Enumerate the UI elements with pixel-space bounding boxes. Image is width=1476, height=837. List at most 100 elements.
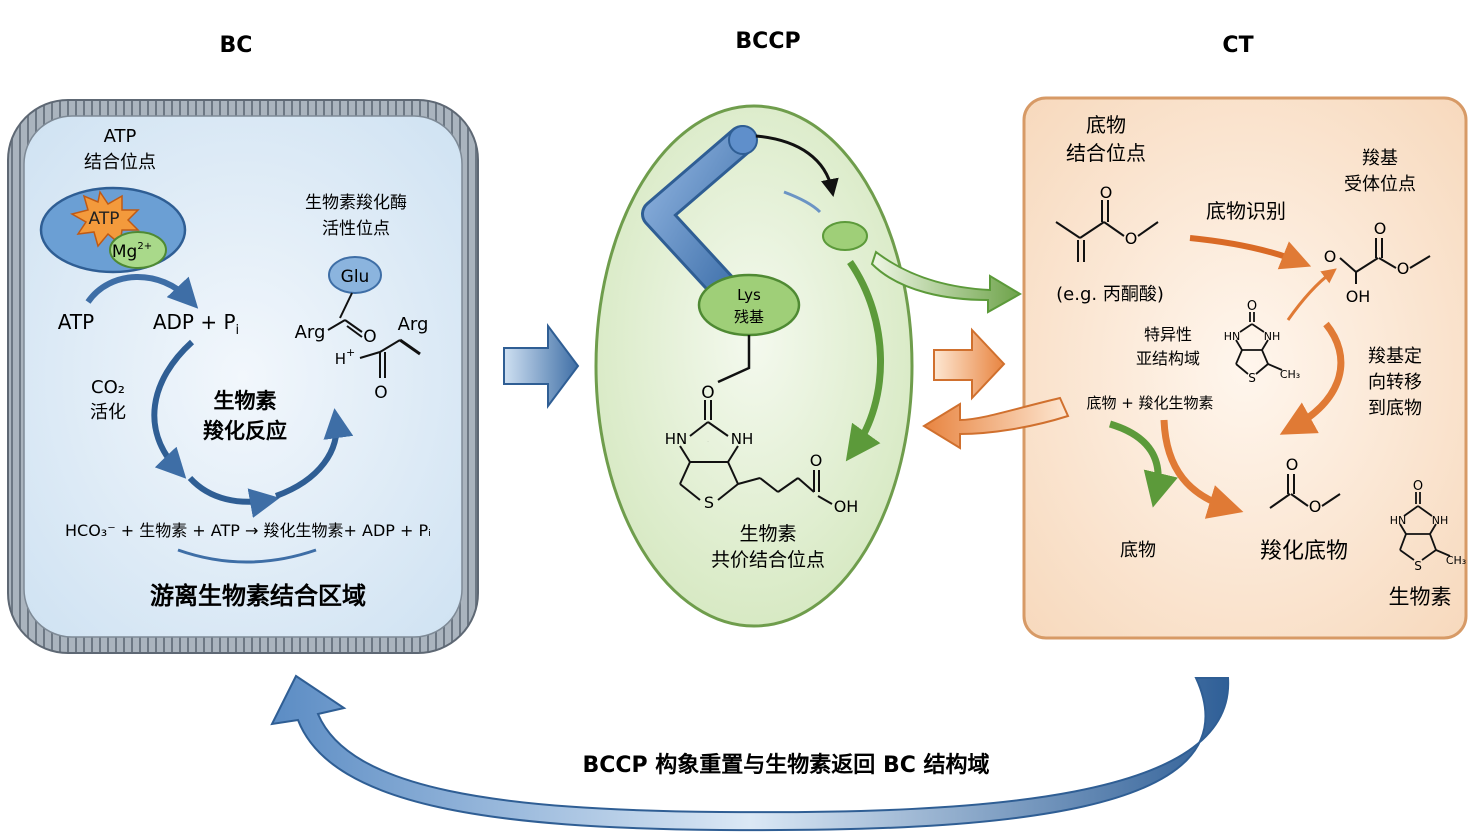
carboxylated-substrate-label: 羧化底物 — [1260, 539, 1348, 564]
bccp-site-label-1: 生物素 — [739, 523, 796, 545]
biotin-ring-s: S — [1414, 559, 1422, 573]
substrate-plus-label: 底物 + 羧化生物素 — [1086, 394, 1213, 412]
mg-label: Mg2+ — [112, 241, 152, 262]
o-left-label: O — [363, 327, 376, 347]
product-o-ester: O — [1309, 497, 1322, 516]
transfer-label-2: 向转移 — [1368, 372, 1422, 393]
ct-ring-nh: NH — [1264, 330, 1281, 343]
section-title-ct: CT — [1222, 33, 1253, 58]
ct-acceptor-o-top: O — [1374, 219, 1387, 238]
section-title-bc: BC — [220, 33, 253, 58]
ct-panel: 底物 结合位点 O O (e.g. 丙酮酸) 底物识别 羧基 受体位点 — [922, 96, 1468, 640]
ct-ring-o: O — [1247, 299, 1257, 314]
lys-label-2: 残基 — [734, 308, 764, 326]
biotin-ring-nh: NH — [1432, 514, 1449, 527]
arm-swing-arrow-blue — [783, 190, 822, 214]
ct-acceptor-o-ester: O — [1397, 259, 1410, 278]
bond-ring-1 — [379, 339, 401, 353]
split-arrow-orange — [1160, 419, 1244, 519]
arm-tip — [728, 125, 758, 155]
substrate-site-label-2: 结合位点 — [1066, 141, 1146, 165]
mg-ion — [109, 231, 167, 269]
arg-left-label: Arg — [295, 322, 326, 343]
reaction-center-label-1: 生物素 — [214, 389, 277, 413]
ct-ring-s: S — [1248, 371, 1256, 385]
bccp-nh: NH — [731, 430, 754, 448]
section-title-bccp: BCCP — [735, 29, 800, 54]
bccp-acid-o: O — [810, 451, 823, 470]
ring-to-acceptor-arrow — [1286, 268, 1337, 321]
arg-bond-1 — [327, 319, 346, 331]
transfer-arrow — [1279, 321, 1345, 435]
bottom-cycle-label: BCCP 构象重置与生物素返回 BC 结构域 — [582, 752, 989, 778]
ct-ring-ch3: CH₃ — [1280, 368, 1300, 381]
reaction-center-label-2: 羧化反应 — [203, 419, 287, 443]
bccp-panel: Lys 残基 O O HN NH S — [594, 104, 914, 628]
adp-pi-label: ADP + Pi — [153, 310, 239, 338]
substrate-recognition-arrow — [1189, 235, 1312, 270]
bc-to-bccp-arrow — [503, 323, 580, 409]
equation-brace — [177, 548, 317, 564]
bccp-to-ct-green-arrow — [870, 250, 1022, 314]
specific-subdomain-label-2: 亚结构域 — [1136, 349, 1200, 368]
bottom-return-arrow — [270, 674, 1230, 832]
specific-subdomain-label-1: 特异性 — [1144, 325, 1192, 344]
acceptor-site-label-2: 受体位点 — [1344, 174, 1416, 195]
bc-equation: HCO₃⁻ + 生物素 + ATP → 羧化生物素+ ADP + Pᵢ — [65, 521, 431, 540]
biotin-product-label: 生物素 — [1389, 585, 1452, 609]
bccp-linker-o: O — [701, 383, 714, 403]
cycle-arrow-up — [274, 408, 354, 499]
atp-badge: ATP — [89, 209, 120, 229]
transfer-label-3: 到底物 — [1368, 398, 1422, 419]
co2-label-2: 活化 — [90, 402, 126, 423]
bc-active-site-label-1: 生物素羧化酶 — [305, 193, 407, 213]
cycle-arrow-down — [151, 339, 195, 479]
substrate-structure — [1055, 200, 1159, 262]
ct-biotin-product-ring — [1399, 492, 1451, 561]
h-plus-label: H+ — [335, 346, 356, 368]
biotin-structure — [679, 400, 833, 505]
bccp-return-arrow — [845, 260, 884, 462]
o-right-label: O — [374, 383, 387, 403]
free-biotin-region-label: 游离生物素结合区域 — [150, 582, 366, 610]
carbonyl-bond-2 — [346, 325, 363, 338]
arg-right-label: Arg — [398, 314, 429, 335]
glu-residue — [328, 256, 382, 294]
acceptor-site-label-1: 羧基 — [1362, 148, 1398, 169]
atp-starburst — [70, 190, 140, 248]
lys-residue — [697, 273, 801, 337]
biotin-ring-ch3: CH₃ — [1446, 554, 1466, 567]
bond-h — [359, 351, 381, 359]
ct-ring-hn: HN — [1224, 330, 1241, 343]
bccp-biotin-o-top: O — [708, 441, 709, 443]
glu-label: Glu — [341, 267, 370, 287]
bond-ring-2 — [399, 338, 421, 356]
cycle-arrow-bottom — [187, 475, 280, 518]
atp-site-label-2: 结合位点 — [84, 152, 156, 173]
arm-swing-arrow-black — [755, 134, 839, 198]
biotin-ring-o: O — [1413, 479, 1423, 494]
ct-biotin-ring — [1235, 312, 1283, 375]
ct-acceptor-o-left: O — [1324, 247, 1337, 266]
bccp-hn: HN — [665, 430, 688, 448]
substrate-site-label-1: 底物 — [1086, 113, 1126, 137]
bccp-to-ct-orange-arrow — [933, 327, 1006, 401]
pyruvate-example-label: (e.g. 丙酮酸) — [1056, 284, 1164, 305]
bccp-oh: OH — [834, 497, 859, 516]
ct-substrate-o-top: O — [1100, 183, 1113, 202]
ct-substrate-o-ester: O — [1125, 229, 1138, 248]
ct-to-bccp-orange-arrow — [922, 396, 1070, 450]
substrate-recognition-label: 底物识别 — [1206, 199, 1286, 223]
lys-label-1: Lys — [737, 286, 761, 304]
bc-active-site-label-2: 活性位点 — [322, 219, 390, 239]
bccp-site-label-2: 共价结合位点 — [711, 549, 825, 571]
transfer-label-1: 羧基定 — [1368, 346, 1422, 367]
co2-label-1: CO₂ — [91, 377, 125, 398]
atp-left-label: ATP — [58, 310, 94, 334]
carbonyl-bond — [344, 319, 363, 333]
carboxylated-substrate-structure — [1269, 474, 1341, 509]
glu-bond — [339, 292, 353, 319]
biotin-ring-hn: HN — [1390, 514, 1407, 527]
